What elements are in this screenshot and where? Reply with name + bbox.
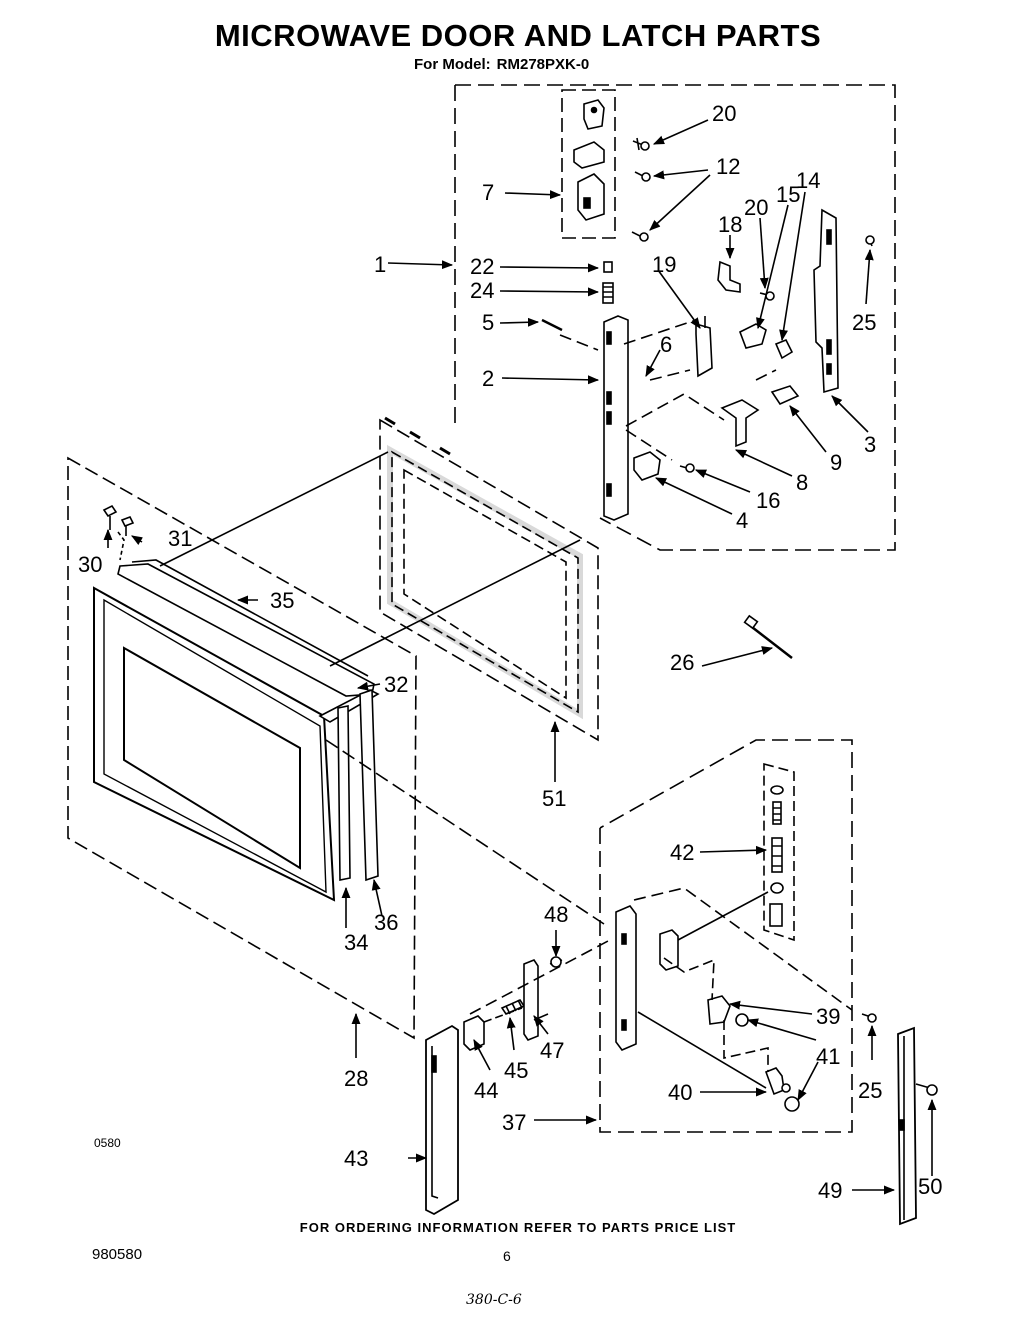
hinge-plate-part bbox=[813, 208, 839, 394]
callout-4: 4 bbox=[736, 508, 748, 533]
callout-22: 22 bbox=[470, 254, 494, 279]
lower-latch-group bbox=[534, 739, 877, 1133]
document-code: 980580 bbox=[92, 1246, 143, 1263]
switch-part bbox=[573, 99, 605, 221]
latch-plate-part bbox=[615, 905, 637, 1051]
callout-16: 16 bbox=[756, 488, 780, 513]
pin-part bbox=[541, 318, 563, 332]
callout-3: 3 bbox=[864, 432, 876, 457]
side-strip-group bbox=[852, 1026, 938, 1226]
callout-43: 43 bbox=[344, 1146, 368, 1171]
callout-12: 12 bbox=[716, 154, 740, 179]
pad-part bbox=[774, 338, 794, 360]
callout-2: 2 bbox=[482, 366, 494, 391]
callout-50: 50 bbox=[918, 1174, 942, 1199]
pin-26-part bbox=[701, 614, 793, 667]
callout-15: 15 bbox=[776, 182, 800, 207]
small-code: 0580 bbox=[94, 1136, 121, 1150]
callout-35: 35 bbox=[270, 588, 294, 613]
bracket-part-9 bbox=[770, 385, 800, 406]
callout-25: 25 bbox=[852, 310, 876, 335]
callout-34: 34 bbox=[344, 930, 368, 955]
latch-assembly-group bbox=[387, 84, 896, 551]
callout-26: 26 bbox=[670, 650, 694, 675]
callout-1: 1 bbox=[374, 252, 386, 277]
spring-stack-part bbox=[769, 785, 784, 927]
callout-25-b: 25 bbox=[858, 1078, 882, 1103]
callout-14: 14 bbox=[796, 168, 820, 193]
callout-9: 9 bbox=[830, 450, 842, 475]
screw-part bbox=[631, 137, 875, 301]
callout-49: 49 bbox=[818, 1178, 842, 1203]
callout-45: 45 bbox=[504, 1058, 528, 1083]
callout-20: 20 bbox=[712, 101, 736, 126]
model-number: RM278PXK-0 bbox=[496, 56, 590, 73]
callout-18: 18 bbox=[718, 212, 742, 237]
callout-28: 28 bbox=[344, 1066, 368, 1091]
actuator-part bbox=[738, 323, 767, 349]
callout-42: 42 bbox=[670, 840, 694, 865]
callout-44: 44 bbox=[474, 1078, 498, 1103]
callout-7: 7 bbox=[482, 180, 494, 205]
spring-part bbox=[602, 261, 614, 304]
callout-32: 32 bbox=[384, 672, 408, 697]
callout-6: 6 bbox=[660, 332, 672, 357]
model-line: For Model: RM278PXK-0 bbox=[414, 56, 589, 73]
diagram-title: MICROWAVE DOOR AND LATCH PARTS bbox=[214, 18, 822, 53]
bracket-part-8 bbox=[720, 399, 760, 448]
callout-19: 19 bbox=[652, 252, 676, 277]
handwritten-note: 380-C-6 bbox=[466, 1292, 522, 1308]
callout-31: 31 bbox=[168, 526, 192, 551]
latch-bar-part bbox=[603, 315, 629, 521]
handle-group bbox=[408, 930, 611, 1216]
callout-51: 51 bbox=[542, 786, 566, 811]
callout-40: 40 bbox=[668, 1080, 692, 1105]
callout-8: 8 bbox=[796, 470, 808, 495]
callout-labels: 20 12 7 18 20 15 14 1 22 19 24 25 5 6 2 … bbox=[78, 101, 942, 1203]
callout-39: 39 bbox=[816, 1004, 840, 1029]
callout-30: 30 bbox=[78, 552, 102, 577]
door-panel-group bbox=[67, 451, 605, 1058]
callout-5: 5 bbox=[482, 310, 494, 335]
bracket-part bbox=[717, 260, 741, 293]
lever-part bbox=[695, 322, 713, 378]
callout-37: 37 bbox=[502, 1110, 526, 1135]
bushing-part bbox=[633, 451, 661, 481]
callout-24: 24 bbox=[470, 278, 494, 303]
callout-47: 47 bbox=[540, 1038, 564, 1063]
callout-48: 48 bbox=[544, 902, 568, 927]
page-number: 6 bbox=[503, 1248, 511, 1264]
ordering-note: FOR ORDERING INFORMATION REFER TO PARTS … bbox=[299, 1220, 737, 1235]
callout-36: 36 bbox=[374, 910, 398, 935]
callout-41: 41 bbox=[816, 1044, 840, 1069]
choke-frame-part bbox=[379, 416, 599, 782]
hook-part bbox=[707, 995, 731, 1025]
callout-20-b: 20 bbox=[744, 195, 768, 220]
model-label: For Model: bbox=[414, 56, 491, 73]
